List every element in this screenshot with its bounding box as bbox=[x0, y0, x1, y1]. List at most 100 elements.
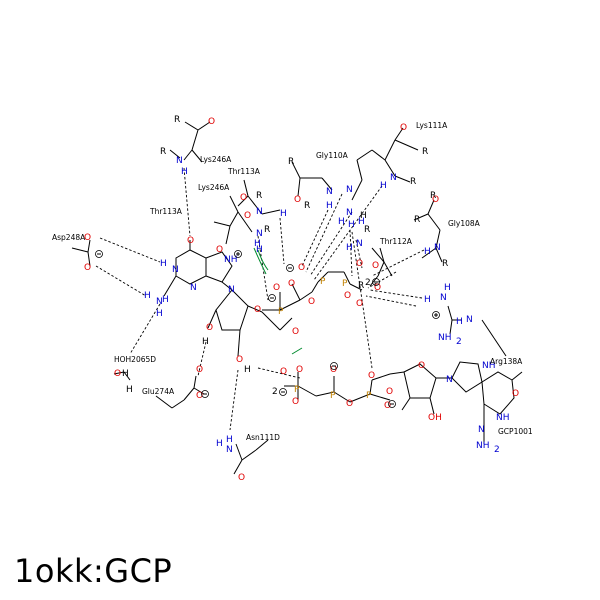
svg-text:O: O bbox=[187, 236, 194, 246]
residue-label-glu274a: Glu274A bbox=[142, 387, 175, 396]
svg-text:O: O bbox=[280, 367, 287, 377]
svg-text:O: O bbox=[292, 327, 299, 337]
svg-text:H: H bbox=[424, 295, 431, 305]
svg-text:O: O bbox=[344, 291, 351, 301]
svg-text:H: H bbox=[126, 385, 133, 395]
residue-label-asn111d: Asn111D bbox=[246, 433, 280, 442]
svg-text:N: N bbox=[478, 425, 485, 435]
svg-text:O: O bbox=[84, 263, 91, 273]
svg-text:O: O bbox=[236, 355, 243, 365]
svg-text:H: H bbox=[424, 247, 431, 257]
svg-text:NH: NH bbox=[224, 255, 238, 265]
svg-text:2: 2 bbox=[272, 387, 278, 397]
svg-text:O: O bbox=[244, 211, 251, 221]
svg-text:N: N bbox=[346, 185, 353, 195]
svg-text:H: H bbox=[256, 245, 263, 255]
svg-text:H: H bbox=[202, 337, 209, 347]
svg-text:R: R bbox=[174, 115, 180, 125]
svg-text:N: N bbox=[176, 156, 183, 166]
svg-text:H: H bbox=[162, 295, 169, 305]
residue-label-thr113a: Thr113A bbox=[227, 167, 261, 176]
svg-text:O: O bbox=[240, 193, 247, 203]
svg-text:R: R bbox=[256, 191, 262, 201]
svg-text:2: 2 bbox=[494, 445, 500, 455]
svg-text:O: O bbox=[114, 369, 121, 379]
svg-text:N: N bbox=[256, 229, 263, 239]
residue-labels: Lys246A Thr113A Lys246A Thr113A Gly110A … bbox=[52, 121, 533, 442]
svg-text:H: H bbox=[144, 291, 151, 301]
svg-text:H: H bbox=[326, 201, 333, 211]
svg-text:N: N bbox=[440, 293, 447, 303]
svg-text:N: N bbox=[434, 243, 441, 253]
svg-text:NH: NH bbox=[496, 413, 510, 423]
residue-label-asp248a: Asp248A bbox=[52, 233, 86, 242]
svg-text:O: O bbox=[356, 299, 363, 309]
svg-text:NH: NH bbox=[476, 441, 490, 451]
svg-text:H: H bbox=[244, 365, 251, 375]
svg-text:P: P bbox=[330, 391, 336, 401]
svg-text:R: R bbox=[358, 281, 364, 291]
svg-text:P: P bbox=[278, 307, 284, 317]
ligand-caption: 1okk:GCP bbox=[14, 552, 173, 590]
svg-text:N: N bbox=[190, 283, 197, 293]
svg-text:O: O bbox=[308, 297, 315, 307]
svg-text:O: O bbox=[216, 245, 223, 255]
svg-text:O: O bbox=[386, 387, 393, 397]
svg-text:O: O bbox=[384, 401, 391, 411]
svg-text:O: O bbox=[84, 233, 91, 243]
svg-text:H: H bbox=[254, 239, 261, 249]
charge-markers: 2 2 bbox=[95, 250, 440, 408]
residue-label-lys246a-green: Lys246A bbox=[198, 183, 230, 192]
svg-text:O: O bbox=[418, 361, 425, 371]
svg-text:R: R bbox=[430, 191, 436, 201]
residue-label-hoh2065d: HOH2065D bbox=[114, 355, 156, 364]
svg-text:N: N bbox=[172, 265, 179, 275]
svg-text:N: N bbox=[390, 173, 397, 183]
svg-text:R: R bbox=[442, 259, 448, 269]
svg-text:H: H bbox=[456, 317, 463, 327]
svg-text:O: O bbox=[273, 283, 280, 293]
svg-text:N: N bbox=[356, 239, 363, 249]
svg-text:H: H bbox=[156, 309, 163, 319]
svg-text:H: H bbox=[160, 259, 167, 269]
svg-text:OH: OH bbox=[428, 413, 442, 423]
residue-label-gcp1001: GCP1001 bbox=[498, 427, 533, 436]
svg-text:2: 2 bbox=[365, 278, 371, 288]
svg-text:O: O bbox=[292, 397, 299, 407]
svg-text:H: H bbox=[358, 217, 365, 227]
svg-text:O: O bbox=[368, 371, 375, 381]
residue-label-arg138a: Arg138A bbox=[490, 357, 523, 366]
svg-text:R: R bbox=[422, 147, 428, 157]
covalent-bonds bbox=[71, 121, 523, 475]
residue-label-lys246a: Lys246A bbox=[200, 155, 232, 164]
svg-text:H: H bbox=[280, 209, 287, 219]
svg-text:P: P bbox=[366, 391, 372, 401]
svg-text:R: R bbox=[414, 215, 420, 225]
svg-text:H: H bbox=[216, 439, 223, 449]
svg-text:O: O bbox=[512, 389, 519, 399]
svg-text:R: R bbox=[410, 177, 416, 187]
svg-text:O: O bbox=[208, 117, 215, 127]
svg-text:N: N bbox=[346, 208, 353, 218]
svg-text:H: H bbox=[226, 435, 233, 445]
svg-text:O: O bbox=[196, 391, 203, 401]
svg-text:P: P bbox=[294, 385, 300, 395]
svg-text:N: N bbox=[228, 285, 235, 295]
svg-text:O: O bbox=[254, 305, 261, 315]
svg-text:O: O bbox=[196, 365, 203, 375]
svg-text:H: H bbox=[346, 243, 353, 253]
residue-label-thr112a: Thr112A bbox=[379, 237, 413, 246]
svg-text:H: H bbox=[380, 181, 387, 191]
svg-text:H: H bbox=[348, 220, 355, 230]
svg-text:O: O bbox=[288, 279, 295, 289]
svg-text:O: O bbox=[374, 283, 381, 293]
svg-text:O: O bbox=[238, 473, 245, 483]
svg-text:H: H bbox=[338, 217, 345, 227]
svg-text:H: H bbox=[360, 211, 367, 221]
svg-text:N: N bbox=[156, 297, 163, 307]
residue-label-gly110a: Gly110A bbox=[316, 151, 349, 160]
svg-text:O: O bbox=[432, 195, 439, 205]
svg-text:O: O bbox=[296, 365, 303, 375]
svg-text:R: R bbox=[288, 157, 294, 167]
hydrophobic-arcs bbox=[253, 247, 303, 355]
